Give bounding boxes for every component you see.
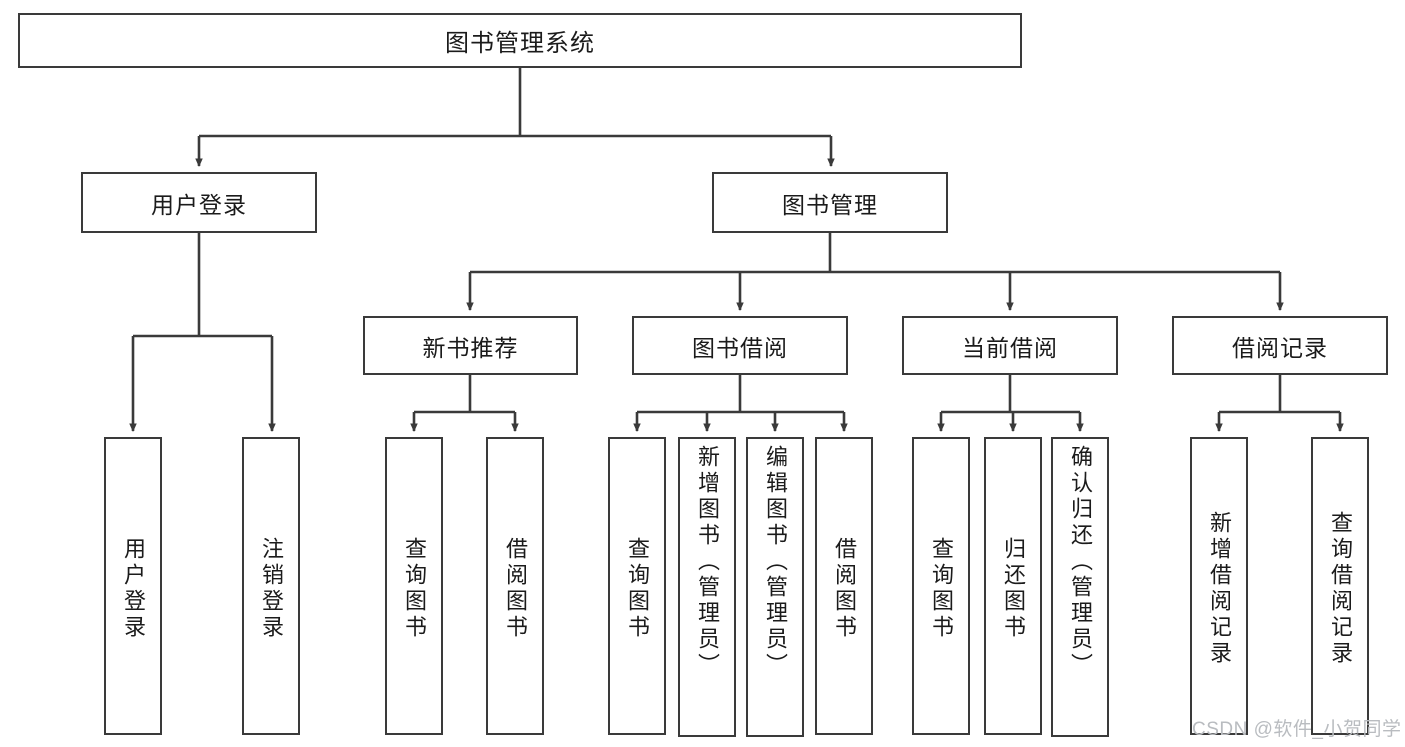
- node-leaf-edit-book-label: 编辑图书（管理员）: [763, 445, 788, 679]
- node-new-book-recommend-label: 新书推荐: [422, 334, 519, 361]
- node-book-manage[interactable]: 图书管理: [712, 172, 948, 233]
- node-user-login[interactable]: 用户登录: [81, 172, 317, 233]
- node-leaf-user-login-label: 用户登录: [121, 537, 146, 641]
- node-leaf-query-book-3[interactable]: 查询图书: [912, 437, 970, 735]
- node-book-borrow[interactable]: 图书借阅: [632, 316, 848, 375]
- node-borrow-record-label: 借阅记录: [1232, 334, 1328, 361]
- node-leaf-query-book-2[interactable]: 查询图书: [608, 437, 666, 735]
- node-leaf-query-record[interactable]: 查询借阅记录: [1311, 437, 1369, 735]
- node-book-borrow-label: 图书借阅: [692, 334, 788, 361]
- node-leaf-add-record-label: 新增借阅记录: [1207, 511, 1232, 667]
- node-current-borrow-label: 当前借阅: [962, 334, 1058, 361]
- node-leaf-add-book-label: 新增图书（管理员）: [695, 445, 720, 679]
- node-leaf-edit-book[interactable]: 编辑图书（管理员）: [746, 437, 804, 737]
- node-leaf-logout[interactable]: 注销登录: [242, 437, 300, 735]
- node-user-login-label: 用户登录: [151, 191, 247, 218]
- node-leaf-user-login[interactable]: 用户登录: [104, 437, 162, 735]
- node-book-manage-label: 图书管理: [782, 191, 878, 218]
- node-leaf-borrow-book-2[interactable]: 借阅图书: [815, 437, 873, 735]
- node-leaf-query-book-3-label: 查询图书: [929, 537, 954, 641]
- node-leaf-add-record[interactable]: 新增借阅记录: [1190, 437, 1248, 735]
- node-leaf-query-book-1[interactable]: 查询图书: [385, 437, 443, 735]
- node-leaf-confirm-return-label: 确认归还（管理员）: [1068, 445, 1093, 679]
- node-new-book-recommend[interactable]: 新书推荐: [363, 316, 578, 375]
- node-leaf-return-book-label: 归还图书: [1001, 537, 1026, 641]
- node-leaf-query-record-label: 查询借阅记录: [1328, 511, 1353, 667]
- node-root-label: 图书管理系统: [445, 30, 595, 57]
- node-leaf-query-book-1-label: 查询图书: [402, 537, 427, 641]
- node-leaf-borrow-book-2-label: 借阅图书: [832, 537, 857, 641]
- node-leaf-borrow-book-1[interactable]: 借阅图书: [486, 437, 544, 735]
- node-leaf-return-book[interactable]: 归还图书: [984, 437, 1042, 735]
- node-borrow-record[interactable]: 借阅记录: [1172, 316, 1388, 375]
- csdn-watermark: CSDN @软件_小贺同学: [1192, 719, 1402, 740]
- node-current-borrow[interactable]: 当前借阅: [902, 316, 1118, 375]
- node-root[interactable]: 图书管理系统: [18, 13, 1022, 68]
- node-leaf-confirm-return[interactable]: 确认归还（管理员）: [1051, 437, 1109, 737]
- node-leaf-add-book[interactable]: 新增图书（管理员）: [678, 437, 736, 737]
- node-leaf-logout-label: 注销登录: [259, 537, 284, 641]
- node-leaf-query-book-2-label: 查询图书: [625, 537, 650, 641]
- node-leaf-borrow-book-1-label: 借阅图书: [503, 537, 528, 641]
